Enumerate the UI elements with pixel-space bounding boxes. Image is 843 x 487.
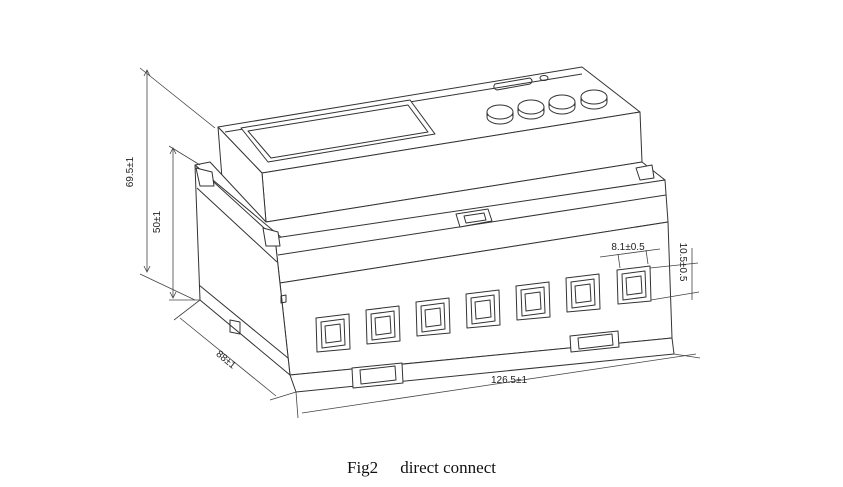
label-height-total: 69.5±1 bbox=[125, 156, 136, 187]
label-terminal-height: 10.5±0.5 bbox=[677, 243, 688, 282]
terminal-2 bbox=[365, 305, 401, 345]
terminal-4 bbox=[465, 289, 501, 329]
label-terminal-width: 8.1±0.5 bbox=[611, 242, 645, 253]
top-slot bbox=[493, 77, 533, 91]
button-4 bbox=[580, 89, 608, 110]
caption-label: Fig2 bbox=[347, 458, 379, 477]
terminal-3 bbox=[415, 297, 451, 337]
label-height-body: 50±1 bbox=[152, 210, 163, 233]
terminal-6 bbox=[565, 273, 601, 313]
terminal-row bbox=[315, 265, 652, 353]
display-window bbox=[240, 99, 436, 163]
din-clip-left bbox=[351, 362, 404, 389]
led-icon bbox=[539, 75, 549, 81]
terminal-7 bbox=[616, 265, 652, 305]
figure-caption: Fig2 direct connect bbox=[0, 458, 843, 478]
terminal-1 bbox=[315, 313, 351, 353]
button-row bbox=[486, 89, 608, 125]
dim-height-body bbox=[168, 145, 201, 301]
dim-terminal-width bbox=[599, 248, 661, 269]
label-depth: 88±1 bbox=[214, 349, 238, 372]
caption-text: direct connect bbox=[400, 458, 496, 477]
dim-terminal-height bbox=[649, 248, 700, 301]
dim-height-total bbox=[139, 67, 216, 301]
button-2 bbox=[517, 99, 545, 120]
label-width: 126.5±1 bbox=[491, 375, 528, 386]
dim-width bbox=[295, 353, 701, 419]
dim-depth bbox=[173, 299, 297, 401]
din-clip-right bbox=[569, 330, 620, 353]
button-1 bbox=[486, 104, 514, 125]
terminal-5 bbox=[515, 281, 551, 321]
button-3 bbox=[548, 94, 576, 115]
